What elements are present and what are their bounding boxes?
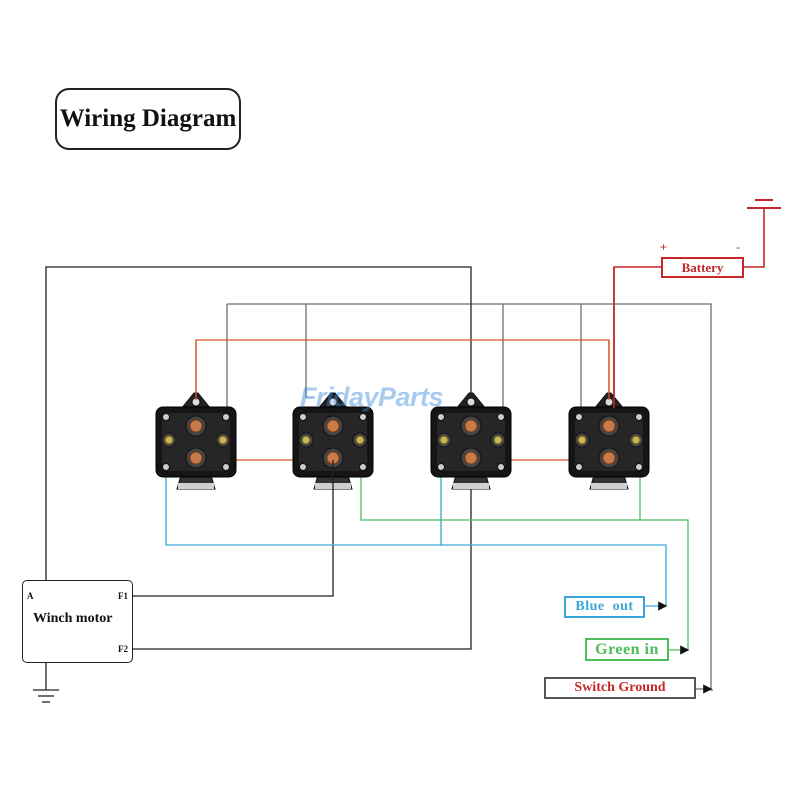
watermark-logo: FridayParts [300,382,444,412]
black-wires [33,266,472,703]
battery-label: Battery [661,257,744,278]
terminal-a-label: A [27,591,34,601]
solenoid-4 [568,392,650,490]
terminal-f1-label: F1 [118,591,128,601]
green-in-label: Green in [585,638,669,661]
battery-minus-sign: - [736,240,740,254]
solenoid-1 [155,392,237,490]
red-wires [613,208,765,408]
blue-out-label: Blue out [564,596,645,618]
switch-ground-label: Switch Ground [544,677,696,699]
terminal-f2-label: F2 [118,644,128,654]
winch-motor-label: Winch motor [33,611,113,626]
winch-motor-box: A F1 Winch motor F2 [22,580,133,663]
battery-ground-symbol [747,199,781,209]
diagram-title: Wiring Diagram [55,88,241,150]
battery-plus-sign: + [660,240,668,254]
